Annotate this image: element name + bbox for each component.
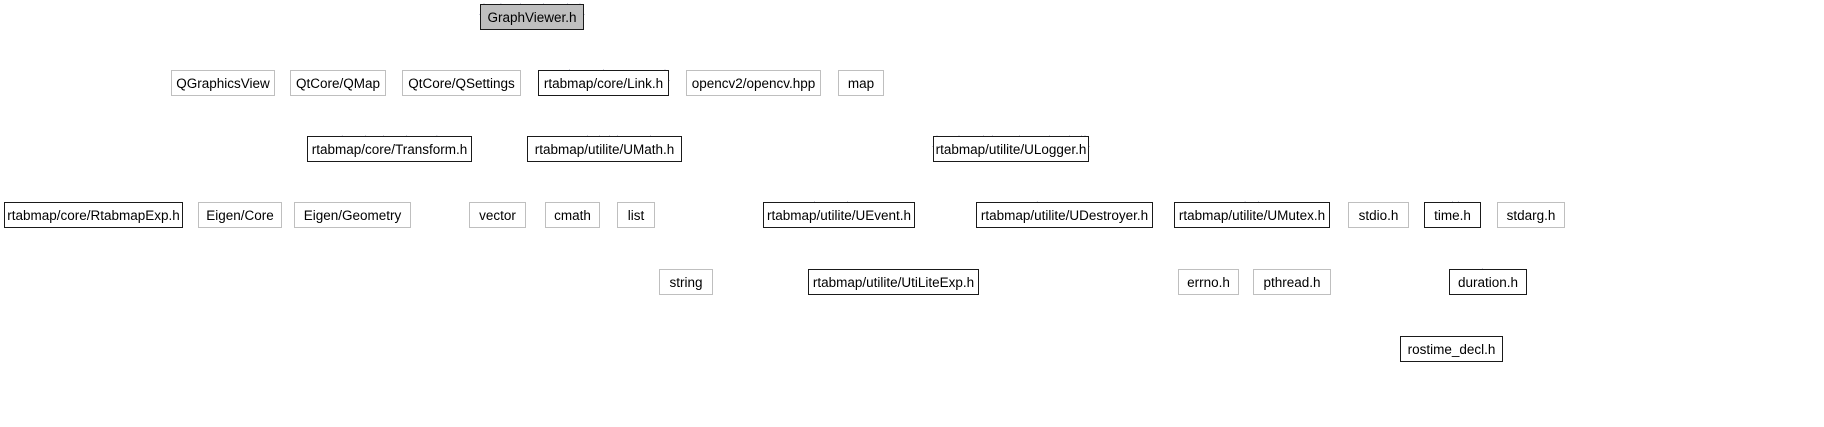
graph-node-label: QtCore/QMap xyxy=(295,75,381,91)
graph-node-stdio[interactable]: stdio.h xyxy=(1348,202,1409,228)
graph-node-label: opencv2/opencv.hpp xyxy=(691,75,816,91)
graph-node-label: rtabmap/utilite/UtiLiteExp.h xyxy=(812,274,975,290)
graph-node-errno[interactable]: errno.h xyxy=(1178,269,1239,295)
graph-node-label: stdarg.h xyxy=(1506,207,1556,223)
graph-node-label: string xyxy=(669,274,703,290)
graph-node-vector[interactable]: vector xyxy=(469,202,526,228)
graph-node-label: GraphViewer.h xyxy=(487,9,577,25)
graph-node-label: map xyxy=(847,75,875,91)
graph-node-label: cmath xyxy=(554,207,591,223)
graph-node-duration[interactable]: duration.h xyxy=(1449,269,1527,295)
graph-node-label: Eigen/Geometry xyxy=(303,207,402,223)
graph-node-label: vector xyxy=(479,207,516,223)
graph-node-time[interactable]: time.h xyxy=(1424,202,1481,228)
graph-node-eigengeometry[interactable]: Eigen/Geometry xyxy=(294,202,411,228)
graph-node-label: pthread.h xyxy=(1263,274,1321,290)
graph-node-ulogger[interactable]: rtabmap/utilite/ULogger.h xyxy=(933,136,1089,162)
graph-node-qtcoreqsettings[interactable]: QtCore/QSettings xyxy=(402,70,521,96)
graph-node-label: QGraphicsView xyxy=(176,75,270,91)
graph-node-qtcoreqmap[interactable]: QtCore/QMap xyxy=(290,70,386,96)
graph-node-label: stdio.h xyxy=(1358,207,1399,223)
graph-node-rostime_decl[interactable]: rostime_decl.h xyxy=(1400,336,1503,362)
graph-node-label: rtabmap/utilite/UMutex.h xyxy=(1178,207,1326,223)
graph-node-udestroyer[interactable]: rtabmap/utilite/UDestroyer.h xyxy=(976,202,1153,228)
graph-node-stdarg[interactable]: stdarg.h xyxy=(1497,202,1565,228)
graph-node-rtabmapexp[interactable]: rtabmap/core/RtabmapExp.h xyxy=(4,202,183,228)
graph-node-label: QtCore/QSettings xyxy=(408,75,515,91)
graph-node-label: rostime_decl.h xyxy=(1407,341,1496,357)
graph-node-label: rtabmap/utilite/UEvent.h xyxy=(766,207,912,223)
graph-node-label: rtabmap/core/Link.h xyxy=(543,75,664,91)
graph-node-utiliteexp[interactable]: rtabmap/utilite/UtiLiteExp.h xyxy=(808,269,979,295)
graph-node-label: duration.h xyxy=(1457,274,1519,290)
graph-node-label: Eigen/Core xyxy=(206,207,274,223)
graph-node-label: time.h xyxy=(1434,207,1471,223)
graph-node-opencv[interactable]: opencv2/opencv.hpp xyxy=(686,70,821,96)
graph-node-umutex[interactable]: rtabmap/utilite/UMutex.h xyxy=(1174,202,1330,228)
graph-node-label: rtabmap/core/RtabmapExp.h xyxy=(7,207,180,223)
graph-node-umath[interactable]: rtabmap/utilite/UMath.h xyxy=(527,136,682,162)
graph-node-label: rtabmap/utilite/UDestroyer.h xyxy=(980,207,1149,223)
graph-node-label: rtabmap/core/Transform.h xyxy=(311,141,468,157)
graph-node-map[interactable]: map xyxy=(838,70,884,96)
graph-node-label: list xyxy=(627,207,645,223)
graph-node-cmath[interactable]: cmath xyxy=(545,202,600,228)
graph-node-link[interactable]: rtabmap/core/Link.h xyxy=(538,70,669,96)
graph-node-transform[interactable]: rtabmap/core/Transform.h xyxy=(307,136,472,162)
graph-node-label: errno.h xyxy=(1187,274,1230,290)
graph-node-label: rtabmap/utilite/ULogger.h xyxy=(935,141,1087,157)
graph-node-uevent[interactable]: rtabmap/utilite/UEvent.h xyxy=(763,202,915,228)
graph-node-list[interactable]: list xyxy=(617,202,655,228)
graph-node-qgraphicsview[interactable]: QGraphicsView xyxy=(171,70,275,96)
graph-node-label: rtabmap/utilite/UMath.h xyxy=(534,141,675,157)
graph-node-pthread[interactable]: pthread.h xyxy=(1253,269,1331,295)
graph-node-eigencore[interactable]: Eigen/Core xyxy=(198,202,282,228)
graph-node-string[interactable]: string xyxy=(659,269,713,295)
graph-node-graphviewer[interactable]: GraphViewer.h xyxy=(480,4,584,30)
